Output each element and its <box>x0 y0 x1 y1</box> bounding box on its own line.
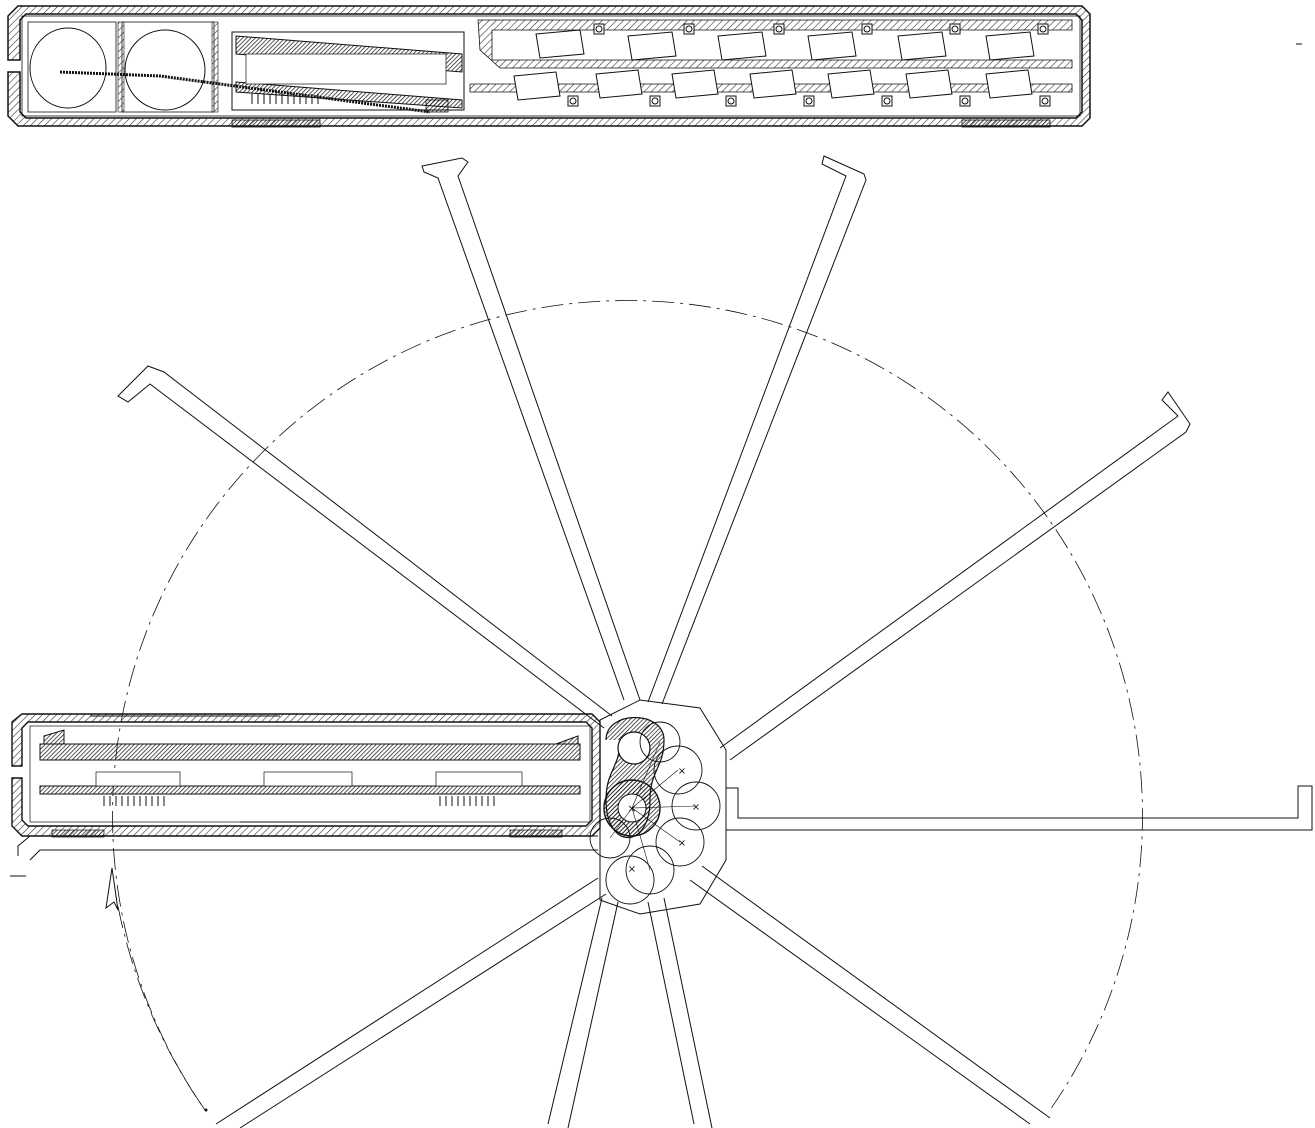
svg-text:×: × <box>628 864 636 875</box>
left-cassette-plate-top <box>39 743 581 761</box>
roller-2 <box>671 781 721 831</box>
connector-pins-left <box>103 796 165 806</box>
hub-spokes <box>609 741 697 871</box>
left-cassette-plate-bottom <box>39 785 581 795</box>
arm-6 <box>10 835 598 877</box>
connector-pins-top <box>251 94 319 104</box>
sweep-circle-dashed <box>112 300 1143 1111</box>
roller-5 <box>605 855 655 905</box>
central-cassette <box>231 31 465 113</box>
arm-9 <box>647 897 713 1128</box>
left-roller-compartment <box>27 21 219 113</box>
arm-10 <box>689 865 1051 1125</box>
arm-7 <box>215 877 607 1128</box>
upper-module-row <box>535 29 1035 61</box>
arm-1 <box>421 157 641 701</box>
arm-5 <box>725 785 1313 831</box>
left-foot-pad-1 <box>51 829 105 838</box>
lower-bearing-row <box>567 95 1051 107</box>
connector-pins-right <box>439 796 495 806</box>
arm-2 <box>647 155 867 705</box>
hub-housing <box>599 699 727 915</box>
rotation-arrow <box>105 867 119 911</box>
svg-text:×: × <box>678 838 686 849</box>
top-foot-pad-left <box>231 119 321 128</box>
top-cross-section-view <box>7 5 1091 128</box>
sweep-circle-lower-left <box>111 869 206 1111</box>
top-housing-outer-wall <box>7 5 1091 127</box>
small-drum-2 <box>124 29 206 111</box>
roller-7 <box>639 721 681 763</box>
svg-text:×: × <box>678 766 686 777</box>
left-foot-pad-2 <box>509 829 563 838</box>
central-hub: × × × × × <box>589 699 727 915</box>
top-foot-pad-right <box>961 119 1051 128</box>
hub-rollers <box>589 721 721 905</box>
stray-dot-bottom-left <box>204 1108 208 1112</box>
top-housing-cavity <box>21 15 1081 117</box>
lower-module-row <box>513 69 1033 101</box>
arm-8 <box>547 897 619 1128</box>
roller-1 <box>653 745 703 795</box>
left-cassette-housing <box>11 713 601 838</box>
coil-cable <box>59 70 431 114</box>
hub-upper-pivot <box>617 731 651 765</box>
upper-bearing-row <box>593 23 1049 35</box>
small-drum-1 <box>29 27 107 109</box>
module-rows <box>469 19 1073 107</box>
fan-plan-view: × × × × × <box>10 43 1313 1128</box>
svg-text:×: × <box>692 802 700 813</box>
roller-center-marks: × × × × <box>628 766 700 875</box>
arm-4 <box>719 391 1191 761</box>
roller-3 <box>655 817 705 867</box>
roller-6 <box>589 817 631 859</box>
arm-3 <box>117 365 613 729</box>
